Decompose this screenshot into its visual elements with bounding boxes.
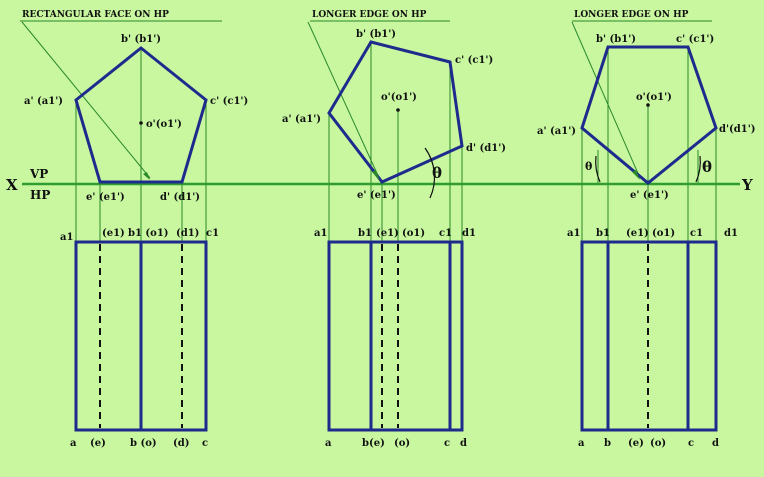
- v1-label-e1: (e1): [102, 228, 125, 239]
- v2-label-b-bottom: b(e): [362, 438, 385, 449]
- v1-label-d: d' (d1'): [160, 192, 200, 203]
- hp-label: HP: [30, 188, 50, 202]
- v3-label-e: e' (e1'): [630, 190, 669, 201]
- v2-label-b: b' (b1'): [356, 29, 396, 40]
- v3-theta-left: θ: [585, 160, 592, 173]
- v2-label-b1: b1: [358, 228, 372, 239]
- view3-centre-dot: [646, 103, 650, 107]
- v3-label-b1: b1: [596, 228, 610, 239]
- v3-label-a1: a1: [567, 228, 580, 239]
- view2-heading: LONGER EDGE ON HP: [312, 10, 427, 20]
- v2-label-a-bottom: a: [325, 438, 332, 449]
- v1-label-a: a' (a1'): [24, 96, 63, 107]
- v2-label-d1: d1: [462, 228, 476, 239]
- v3-theta-right: θ: [702, 158, 712, 176]
- y-label: Y: [741, 176, 753, 194]
- v3-label-c1: c1: [690, 228, 703, 239]
- view3-arrowhead: [632, 170, 640, 180]
- v3-label-d: d'(d1'): [719, 124, 756, 135]
- v3-label-e-bottom: (e): [628, 438, 644, 449]
- view2-centre-dot: [396, 108, 400, 112]
- view3-heading: LONGER EDGE ON HP: [574, 10, 689, 20]
- v3-label-o-bottom: (o): [650, 438, 666, 449]
- view3-angle-arc-left: [595, 155, 601, 183]
- v2-label-e1: (e1): [376, 228, 399, 239]
- view2-angle-arc: [424, 147, 436, 199]
- view2-top-rectangle: [327, 240, 464, 432]
- v2-label-o: o'(o1'): [381, 92, 417, 103]
- v2-label-e: e' (e1'): [357, 190, 396, 201]
- v3-label-a-bottom: a: [578, 438, 585, 449]
- v3-label-a: a' (a1'): [537, 126, 576, 137]
- v1-label-d-bottom: (d): [173, 438, 189, 449]
- v2-label-c-bottom: c: [444, 438, 450, 449]
- view2-arrowhead: [372, 170, 380, 181]
- vp-label: VP: [29, 167, 48, 181]
- x-label: X: [6, 176, 18, 194]
- v2-label-d: d' (d1'): [466, 143, 506, 154]
- v2-label-o1: (o1): [402, 228, 425, 239]
- v3-label-o: o'(o1'): [636, 92, 672, 103]
- v2-label-a1: a1: [314, 228, 327, 239]
- v1-label-b: b' (b1'): [121, 34, 161, 45]
- v3-label-c: c' (c1'): [676, 34, 714, 45]
- v2-label-c1: c1: [439, 228, 452, 239]
- v3-label-c-bottom: c: [688, 438, 694, 449]
- v1-label-b1: b1 (o1): [128, 228, 169, 239]
- view2-front-pentagon: [327, 40, 464, 184]
- v1-label-e-bottom: (e): [90, 438, 106, 449]
- view3-front-pentagon: [580, 45, 718, 185]
- v1-label-c: c' (c1'): [210, 96, 248, 107]
- view1-heading: RECTANGULAR FACE ON HP: [22, 10, 169, 20]
- v3-label-d-bottom: d: [712, 438, 719, 449]
- v1-label-c-bottom: c: [202, 438, 208, 449]
- v3-label-d1: d1: [724, 228, 738, 239]
- v1-label-c1: c1: [206, 228, 219, 239]
- v1-label-a-bottom: a: [70, 438, 77, 449]
- view3-angle-arc-right: [695, 155, 701, 183]
- v2-label-c: c' (c1'): [455, 55, 493, 66]
- v3-label-b-bottom: b: [604, 438, 611, 449]
- v2-label-o-bottom: (o): [394, 438, 410, 449]
- v1-label-b-bottom: b (o): [130, 438, 157, 449]
- view1-arrowhead: [143, 172, 150, 180]
- projector-lines: [21, 21, 717, 242]
- v3-label-b: b' (b1'): [596, 34, 636, 45]
- view3-top-rectangle: [580, 240, 718, 432]
- v1-label-o: o'(o1'): [146, 119, 182, 130]
- v2-label-a: a' (a1'): [282, 114, 321, 125]
- view1-front-pentagon: [74, 46, 208, 184]
- v3-label-o1: (o1): [652, 228, 675, 239]
- v3-label-e1: (e1): [626, 228, 649, 239]
- view1-centre-dot: [139, 121, 143, 125]
- v1-label-d1: (d1): [176, 228, 199, 239]
- v2-theta: θ: [432, 164, 442, 182]
- v2-label-d-bottom: d: [460, 438, 467, 449]
- v1-label-e: e' (e1'): [86, 192, 125, 203]
- v1-label-a1: a1: [60, 232, 73, 243]
